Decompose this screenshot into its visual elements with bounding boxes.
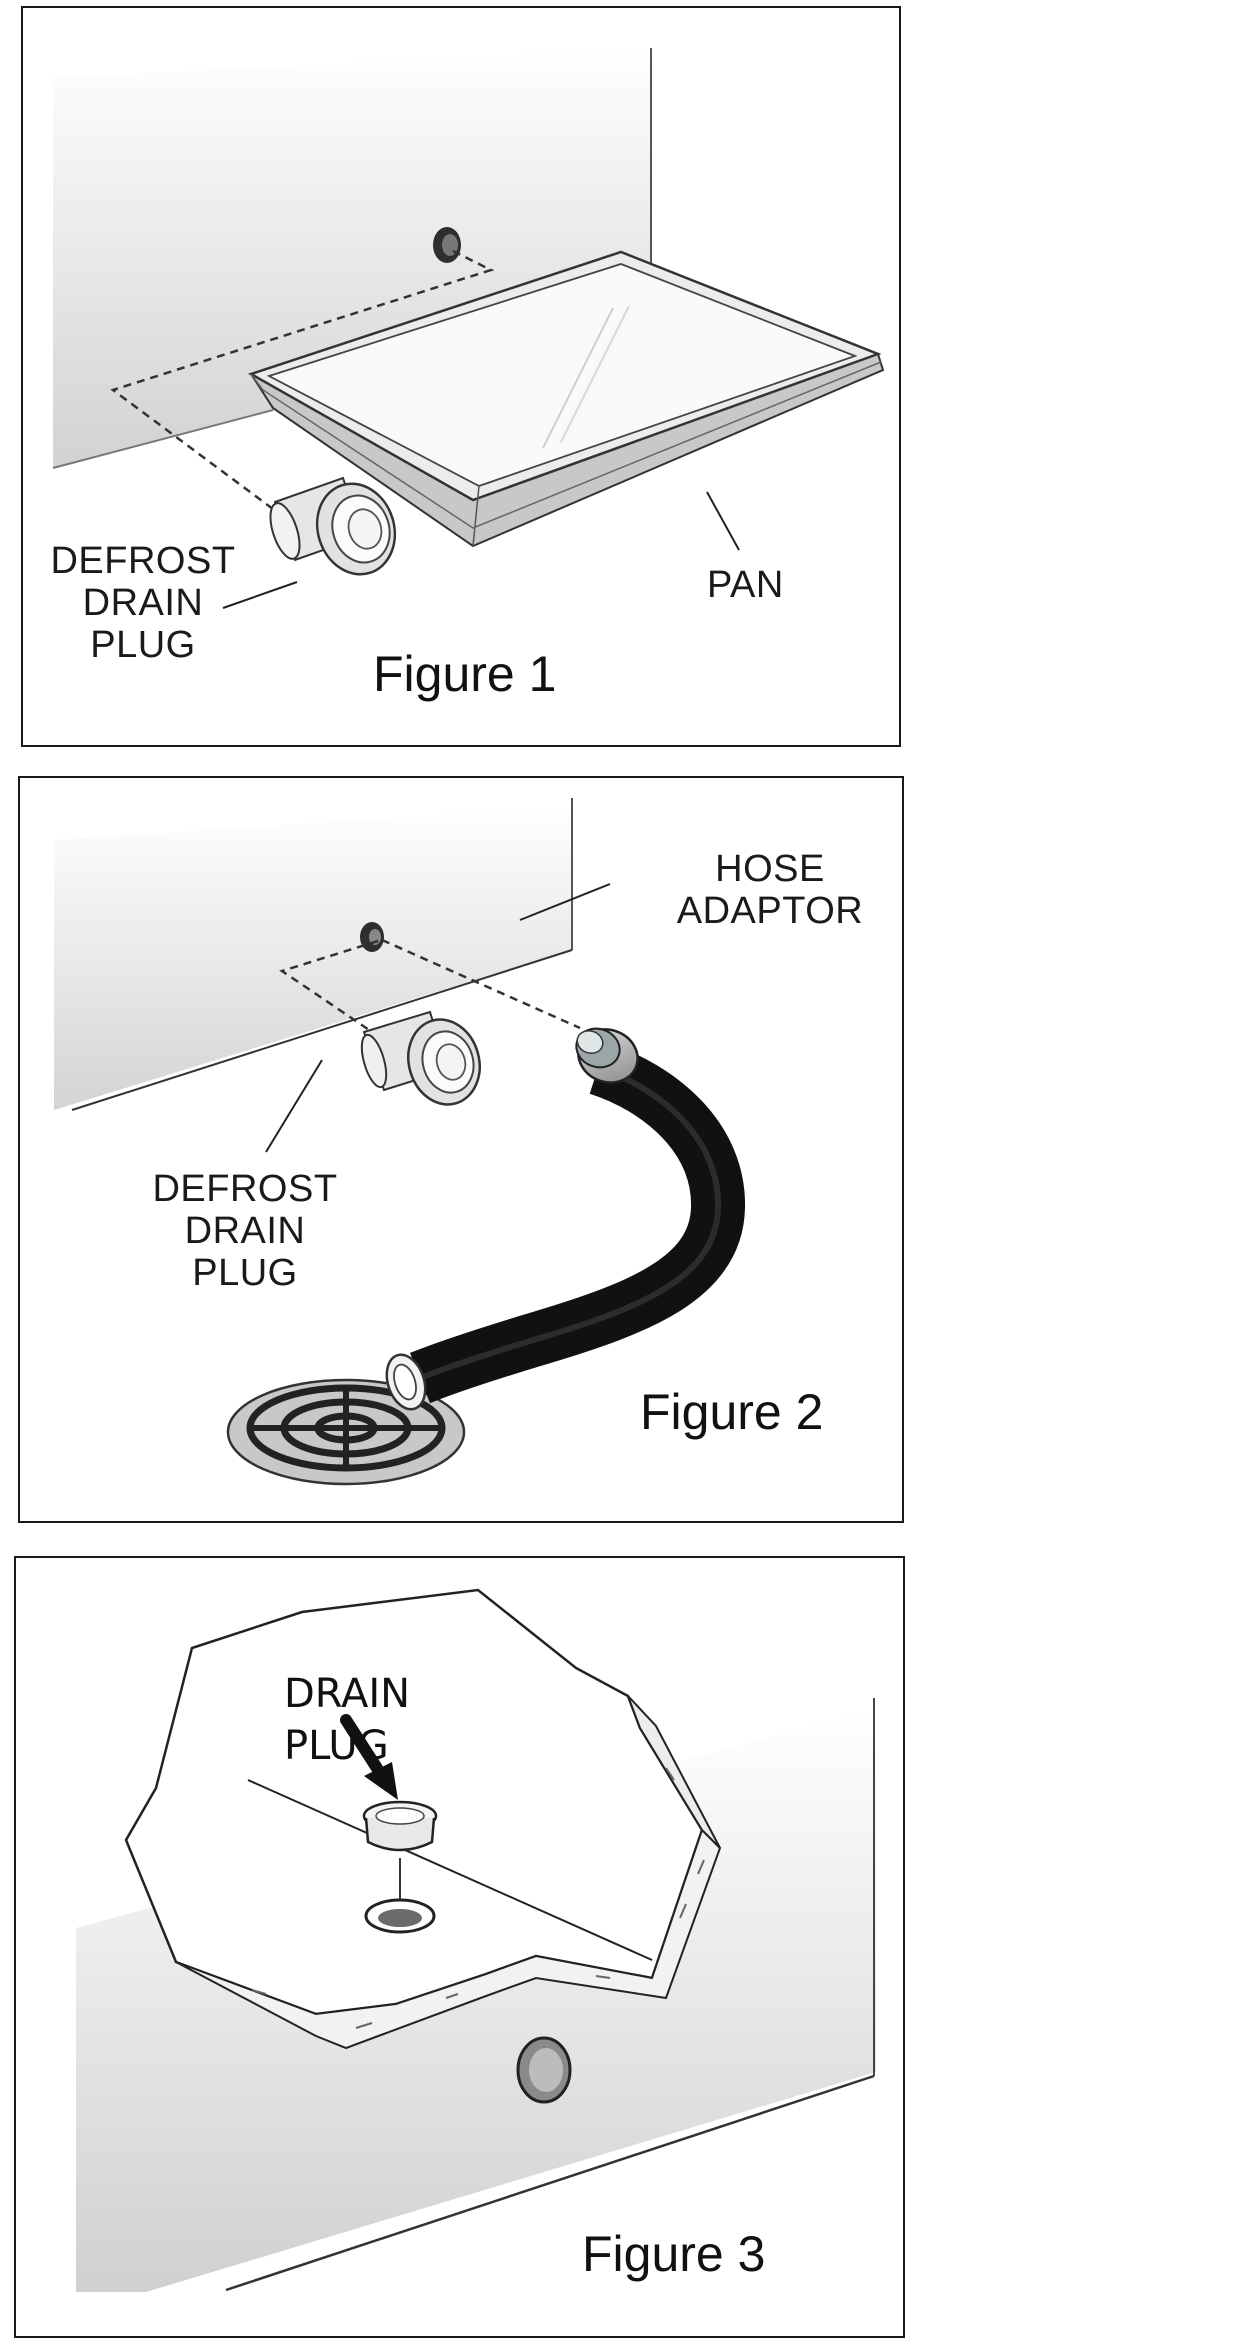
pan-label: PAN [707,564,784,606]
plug-leader-line [265,1059,323,1153]
reference-line [247,1779,653,1961]
floor-hole-icon [364,1898,436,1934]
plug-leader-line [222,581,298,609]
defrost-drain-plug-icon [360,1010,481,1106]
floor-line [52,409,274,469]
figure-1-caption: Figure 1 [373,646,557,702]
hose-adaptor-leader-line [519,883,611,921]
freezer-wall [54,806,572,1110]
label-line: DRAIN [184,1210,306,1252]
freezer-wall [53,48,651,468]
label-line: ADAPTOR [676,890,864,932]
hose-adaptor-label: HOSE ADAPTOR [650,848,890,932]
drain-plug-label: DRAIN PLUG [284,1668,410,1772]
hose-adaptor-icon [575,1027,639,1084]
figure-1-panel: DEFROST DRAIN PLUG PAN Figure 1 [21,6,901,747]
figure-3-caption: Figure 3 [582,2226,766,2282]
figure-1-illustration [52,48,885,609]
wall-drain-hole-icon [516,2036,572,2104]
drain-plug-icon [362,1800,438,1852]
label-line: HOSE [715,848,825,890]
label-line: DRAIN [284,1671,411,1717]
drain-pan-icon [247,250,885,548]
floor-line [71,949,573,1111]
defrost-drain-plug-label: DEFROST DRAIN PLUG [43,540,243,666]
label-line: DEFROST [50,540,236,582]
figure-2-illustration [54,798,745,1486]
figure-2-panel: HOSE ADAPTOR DEFROST DRAIN PLUG Figure 2 [18,776,904,1523]
figure-3-panel: DRAIN PLUG Figure 3 [14,1556,905,2338]
drain-hose-icon [385,1027,745,1411]
label-line: PLUG [192,1252,298,1294]
label-line: PLUG [284,1723,389,1769]
figure-2-caption: Figure 2 [640,1384,824,1440]
label-line: PLUG [90,624,196,666]
dashed-guide [279,939,379,1038]
figure-3-illustration [76,1588,876,2292]
pan-leader-line [706,491,740,551]
floor-line [225,2074,875,2292]
dashed-guide [110,249,495,520]
drain-hole-icon [433,227,461,263]
defrost-drain-plug-icon [269,476,397,576]
label-line: DEFROST [152,1168,338,1210]
arrow-icon [340,1714,398,1800]
drain-hole-icon [360,922,384,952]
defrost-drain-plug-label: DEFROST DRAIN PLUG [140,1168,350,1294]
label-line: DRAIN [82,582,204,624]
